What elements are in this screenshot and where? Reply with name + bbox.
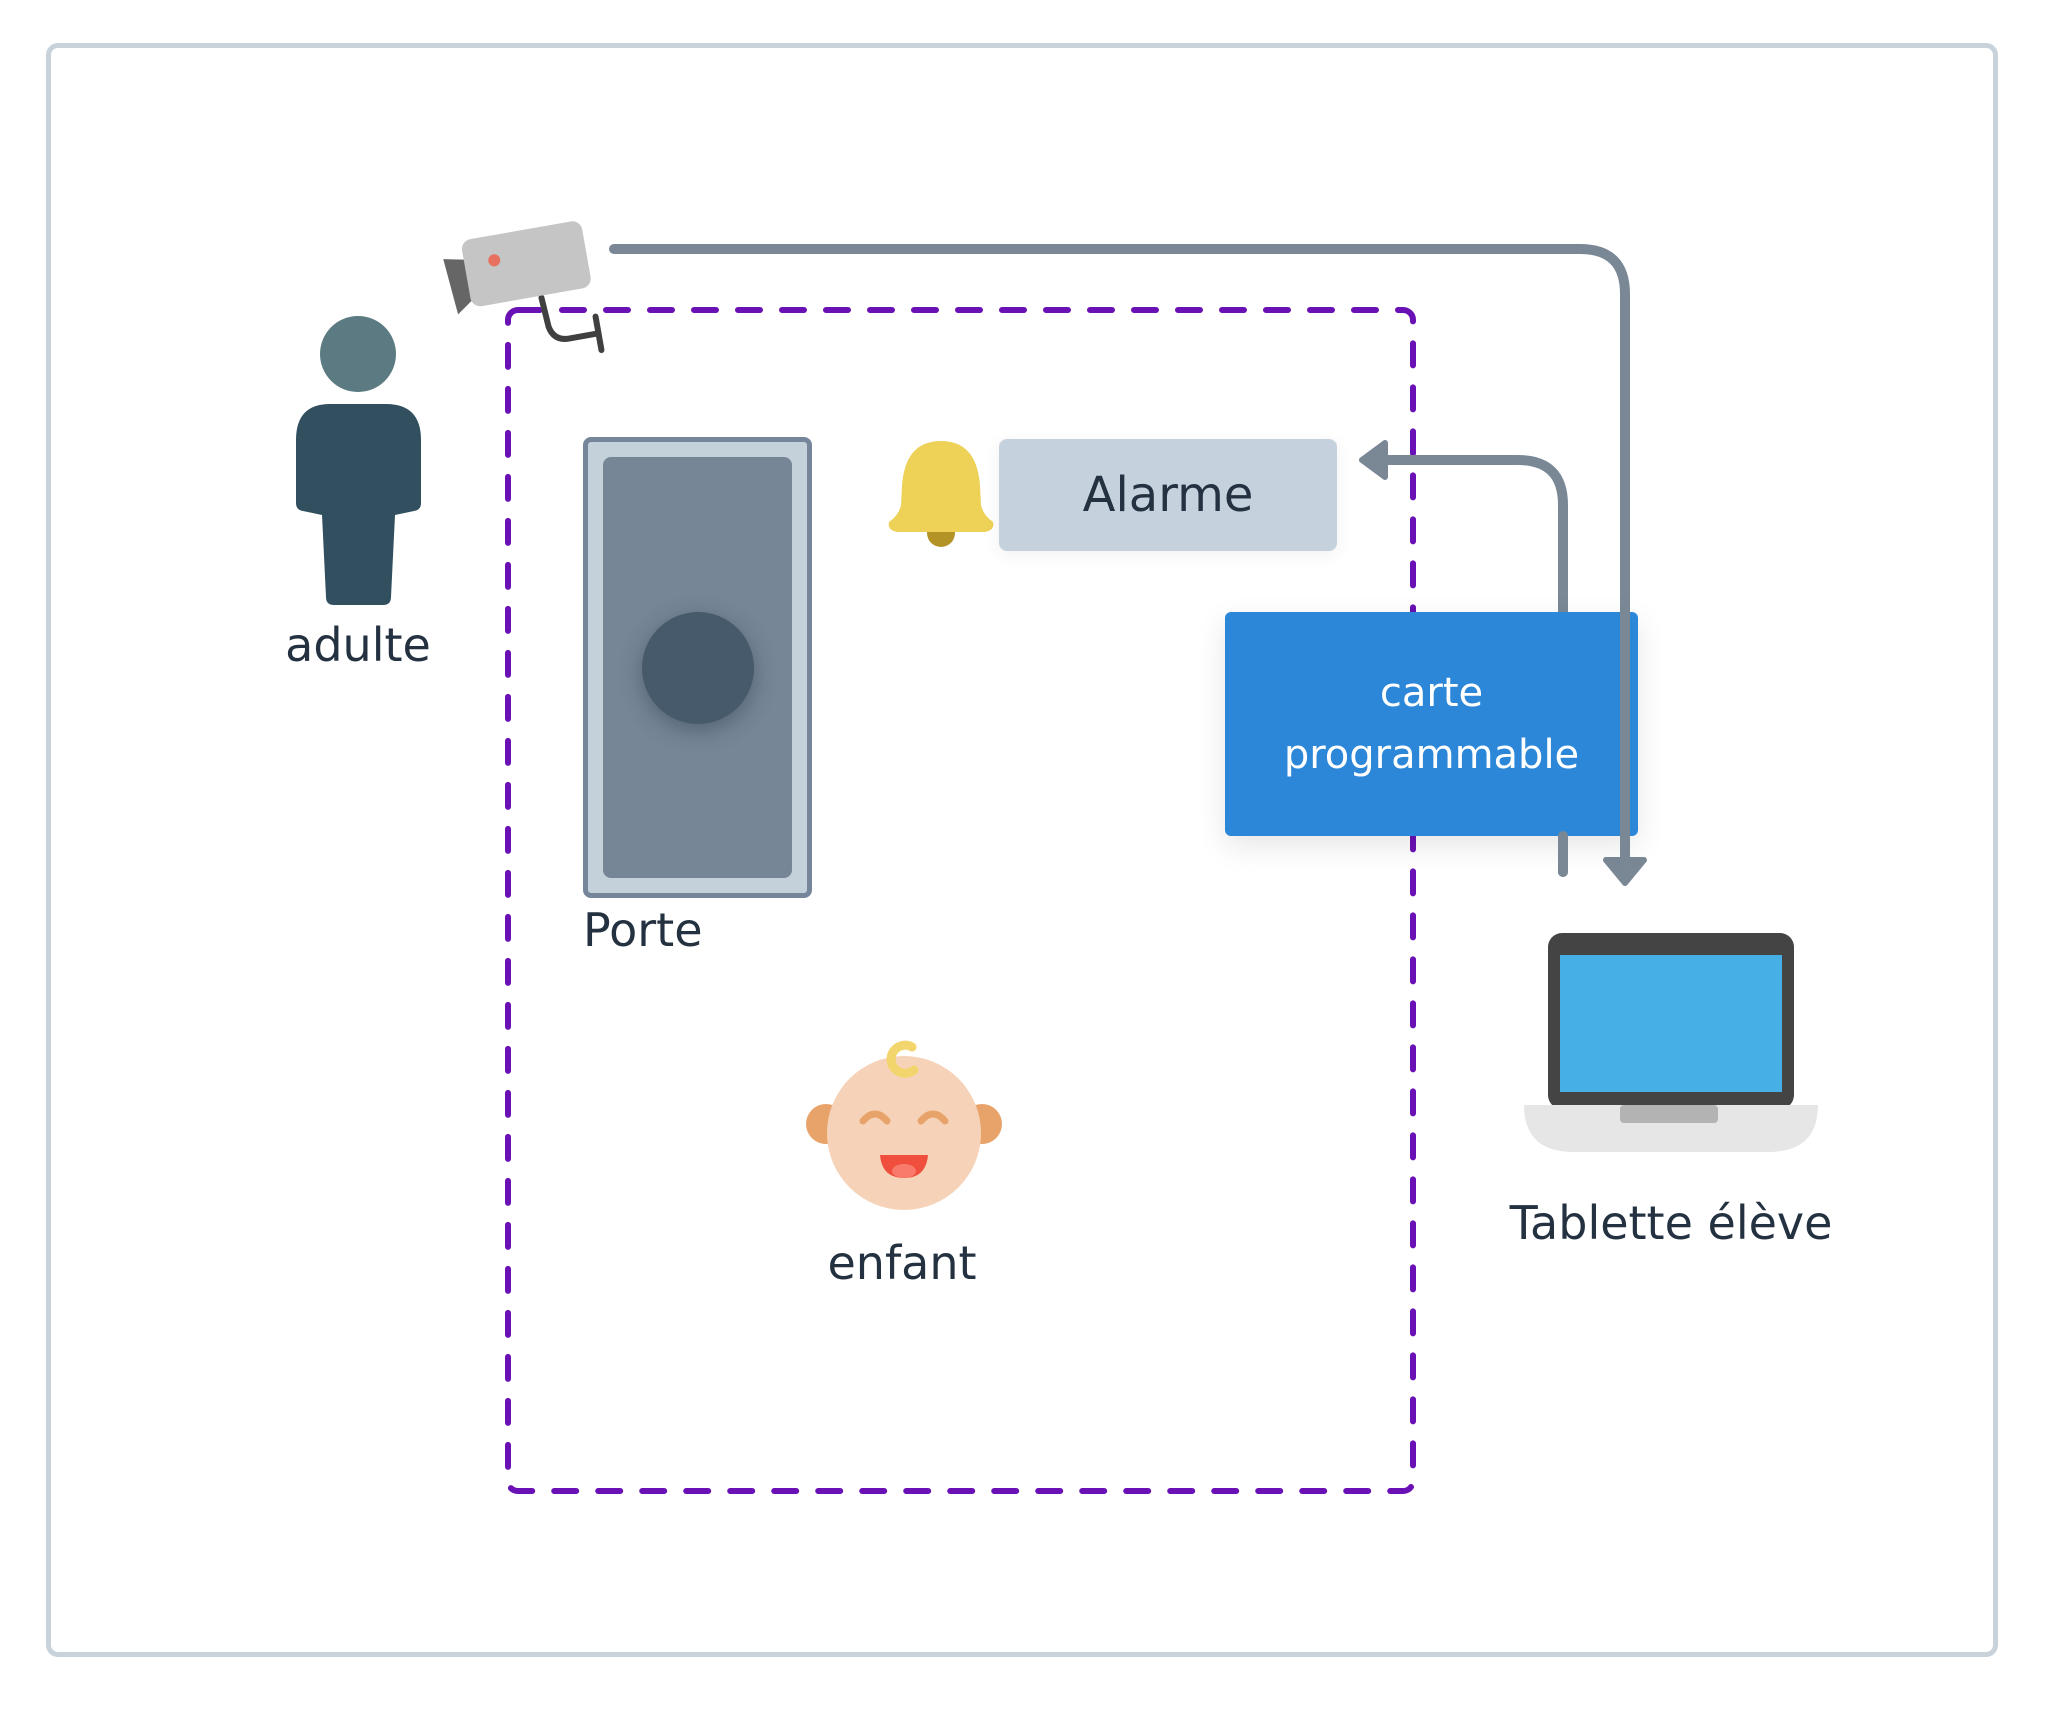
carte-programmable-node[interactable]: carte programmable: [1225, 612, 1638, 836]
laptop-icon: [1524, 933, 1818, 1152]
alarme-node[interactable]: Alarme: [999, 439, 1337, 551]
door-panel: [603, 457, 792, 878]
arrowhead-tablette: [1603, 857, 1647, 886]
alarme-label: Alarme: [1082, 467, 1254, 523]
person-icon: [296, 316, 421, 605]
edge-camera-to-tablette: [609, 244, 1630, 873]
edge-tablette-to-alarme: [1373, 455, 1568, 877]
door-knob: [641, 611, 754, 724]
baby-face-icon: [806, 1040, 1002, 1210]
enfant-label: enfant: [827, 1236, 977, 1290]
adulte-label: adulte: [285, 618, 431, 672]
porte-label: Porte: [583, 903, 703, 957]
diagram-frame: [46, 43, 1998, 1657]
arrowhead-alarme: [1359, 440, 1388, 480]
door-icon: [583, 437, 812, 898]
tablette-label: Tablette élève: [1509, 1196, 1833, 1250]
secure-zone-boundary: [505, 307, 1416, 1494]
carte-label-line1: carte: [1379, 670, 1484, 716]
bell-icon: [888, 441, 994, 547]
security-camera-icon: [443, 221, 605, 354]
carte-label-line2: programmable: [1283, 732, 1580, 778]
